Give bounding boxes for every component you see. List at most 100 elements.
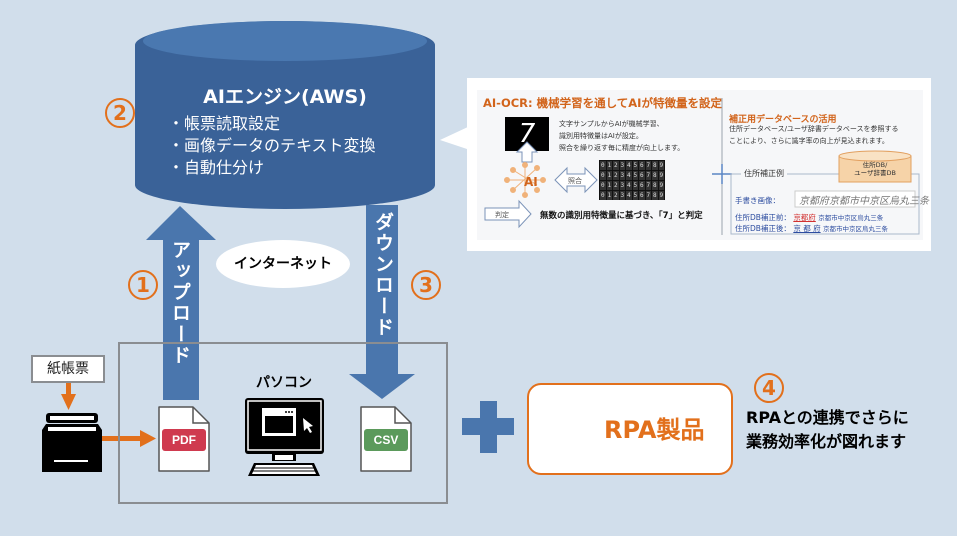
digit-sample: 6	[639, 161, 645, 170]
rpa-note: RPAとの連携でさらに 業務効率化が図れます	[746, 406, 909, 454]
rpa-note-line: RPAとの連携でさらに	[746, 408, 909, 427]
digit-sample: 0	[600, 171, 606, 180]
scanner-to-pdf-arrow	[100, 430, 156, 447]
ai-label: AI	[524, 175, 538, 189]
rpa-product-box: RPA製品	[527, 383, 733, 475]
database-label-line: 住所DB/	[862, 161, 888, 169]
match-arrow-icon	[554, 166, 598, 194]
csv-badge: CSV	[364, 429, 408, 451]
feature-item: ・自動仕分け	[168, 158, 265, 177]
ocr-panel-title: AI-OCR: 機械学習を通してAIが特徴量を設定	[483, 96, 722, 110]
pc-environment-box	[118, 342, 448, 504]
digit-sample: 9	[658, 171, 664, 180]
correction-db-description: 住所データベース/ユーザ辞書データベースを参照する ことにより、さらに識字率の向…	[729, 123, 899, 147]
paper-to-scanner-arrow	[61, 383, 76, 410]
digit-sample: 4	[626, 171, 632, 180]
digit-sample: 3	[619, 191, 625, 200]
digit-sample: 2	[613, 171, 619, 180]
digit-sample: 0	[600, 191, 606, 200]
step-2-number: 2	[105, 98, 135, 128]
before-correction-label: 住所DB補正前：	[735, 213, 791, 222]
digit-sample: 5	[632, 191, 638, 200]
digit-sample: 6	[639, 171, 645, 180]
scanner-icon	[42, 413, 102, 472]
digit-sample: 9	[658, 191, 664, 200]
plus-icon	[462, 401, 514, 453]
digit-sample-image: 7	[505, 117, 549, 151]
digit-sample: 3	[619, 161, 625, 170]
database-label: 住所DB/ ユーザ辞書DB	[839, 161, 911, 177]
rpa-note-line: 業務効率化が図れます	[746, 432, 907, 451]
feature-item: ・帳票読取設定	[168, 114, 281, 133]
after-correction-rest: 京都市中京区烏丸三条	[822, 225, 888, 233]
ocr-panel-graphics	[484, 98, 920, 235]
digit-sample: 8	[652, 181, 658, 190]
handwritten-label: 手書き画像：	[735, 196, 780, 205]
up-arrow-icon	[515, 141, 539, 163]
digit-sample: 7	[645, 191, 651, 200]
digit-sample: 0	[600, 161, 606, 170]
description-line: 照合を繰り返す毎に精度が向上します。	[559, 144, 685, 152]
description-line: 識別用特徴量はAIが設定。	[559, 132, 643, 140]
pdf-file-icon: PDF	[157, 405, 211, 473]
digit-sample: 8	[652, 171, 658, 180]
digit-sample: 3	[619, 181, 625, 190]
digit-sample: 4	[626, 191, 632, 200]
ai-engine-title: AIエンジン(AWS)	[203, 86, 367, 108]
after-correction-label: 住所DB補正後：	[735, 224, 791, 233]
after-correction-row: 住所DB補正後： 京 都 府 京都市中京区烏丸三条	[735, 223, 888, 234]
digit-sample: 1	[606, 191, 612, 200]
description-line: 文字サンプルからAIが機械学習、	[559, 120, 664, 128]
description-line: 住所データベース/ユーザ辞書データベースを参照する	[729, 125, 899, 133]
digit-sample: 3	[619, 171, 625, 180]
digit-sample: 0	[600, 181, 606, 190]
pdf-badge: PDF	[162, 429, 206, 451]
rpa-product-label: RPA製品	[604, 416, 705, 444]
address-example-label: 住所補正例	[741, 168, 787, 179]
digit-sample: 1	[606, 161, 612, 170]
ocr-description: 文字サンプルからAIが機械学習、 識別用特徴量はAIが設定。 照合を繰り返す毎に…	[559, 118, 684, 154]
digit-sample: 1	[606, 171, 612, 180]
digit-sample: 4	[626, 181, 632, 190]
step-3-number: 3	[411, 270, 441, 300]
digit-sample: 9	[658, 181, 664, 190]
digit-sample: 7	[645, 171, 651, 180]
neural-network-icon	[504, 162, 546, 198]
database-label-line: ユーザ辞書DB	[854, 169, 896, 177]
before-correction-value: 京都府	[793, 213, 816, 222]
digit-sample: 5	[632, 171, 638, 180]
before-correction-rest: 京都市中京区烏丸三条	[818, 214, 884, 222]
handwriting-box	[794, 190, 916, 208]
digit-sample: 9	[658, 161, 664, 170]
internet-label: インターネット	[216, 240, 350, 288]
download-label: ダウンロード	[372, 212, 394, 338]
after-correction-value: 京 都 府	[793, 224, 821, 233]
digit-sample: 2	[613, 191, 619, 200]
step-1-number: 1	[128, 270, 158, 300]
match-label: 照合	[568, 177, 582, 185]
digit-sample: 4	[626, 161, 632, 170]
callout-pointer	[440, 126, 470, 150]
digit-sample: 7	[645, 181, 651, 190]
handwritten-sample: 京都府京都市中京区烏丸三条	[799, 196, 929, 207]
digit-sample: 5	[632, 161, 638, 170]
description-line: ことにより、さらに識字率の向上が見込まれます。	[729, 137, 889, 145]
paper-forms-label: 紙帳票	[31, 355, 105, 383]
digit-sample: 6	[639, 181, 645, 190]
ocr-explanation-panel: AI-OCR: 機械学習を通してAIが特徴量を設定 7 文字サンプルからAIが機…	[467, 78, 931, 251]
digit-sample: 2	[613, 161, 619, 170]
judge-arrow-icon	[484, 199, 532, 229]
digit-sample: 8	[652, 191, 658, 200]
digit-sample: 2	[613, 181, 619, 190]
step-4-number: 4	[754, 373, 784, 403]
download-arrow	[349, 205, 415, 399]
csv-file-icon: CSV	[359, 405, 413, 473]
correction-db-title: 補正用データベースの活用	[729, 115, 837, 125]
ai-engine-feature-list: ・帳票読取設定 ・画像データのテキスト変換 ・自動仕分け	[168, 113, 376, 179]
pc-label: パソコン	[256, 375, 312, 391]
upload-label: アップロード	[169, 240, 191, 366]
digit-sample: 5	[632, 181, 638, 190]
judge-label: 判定	[495, 211, 509, 219]
